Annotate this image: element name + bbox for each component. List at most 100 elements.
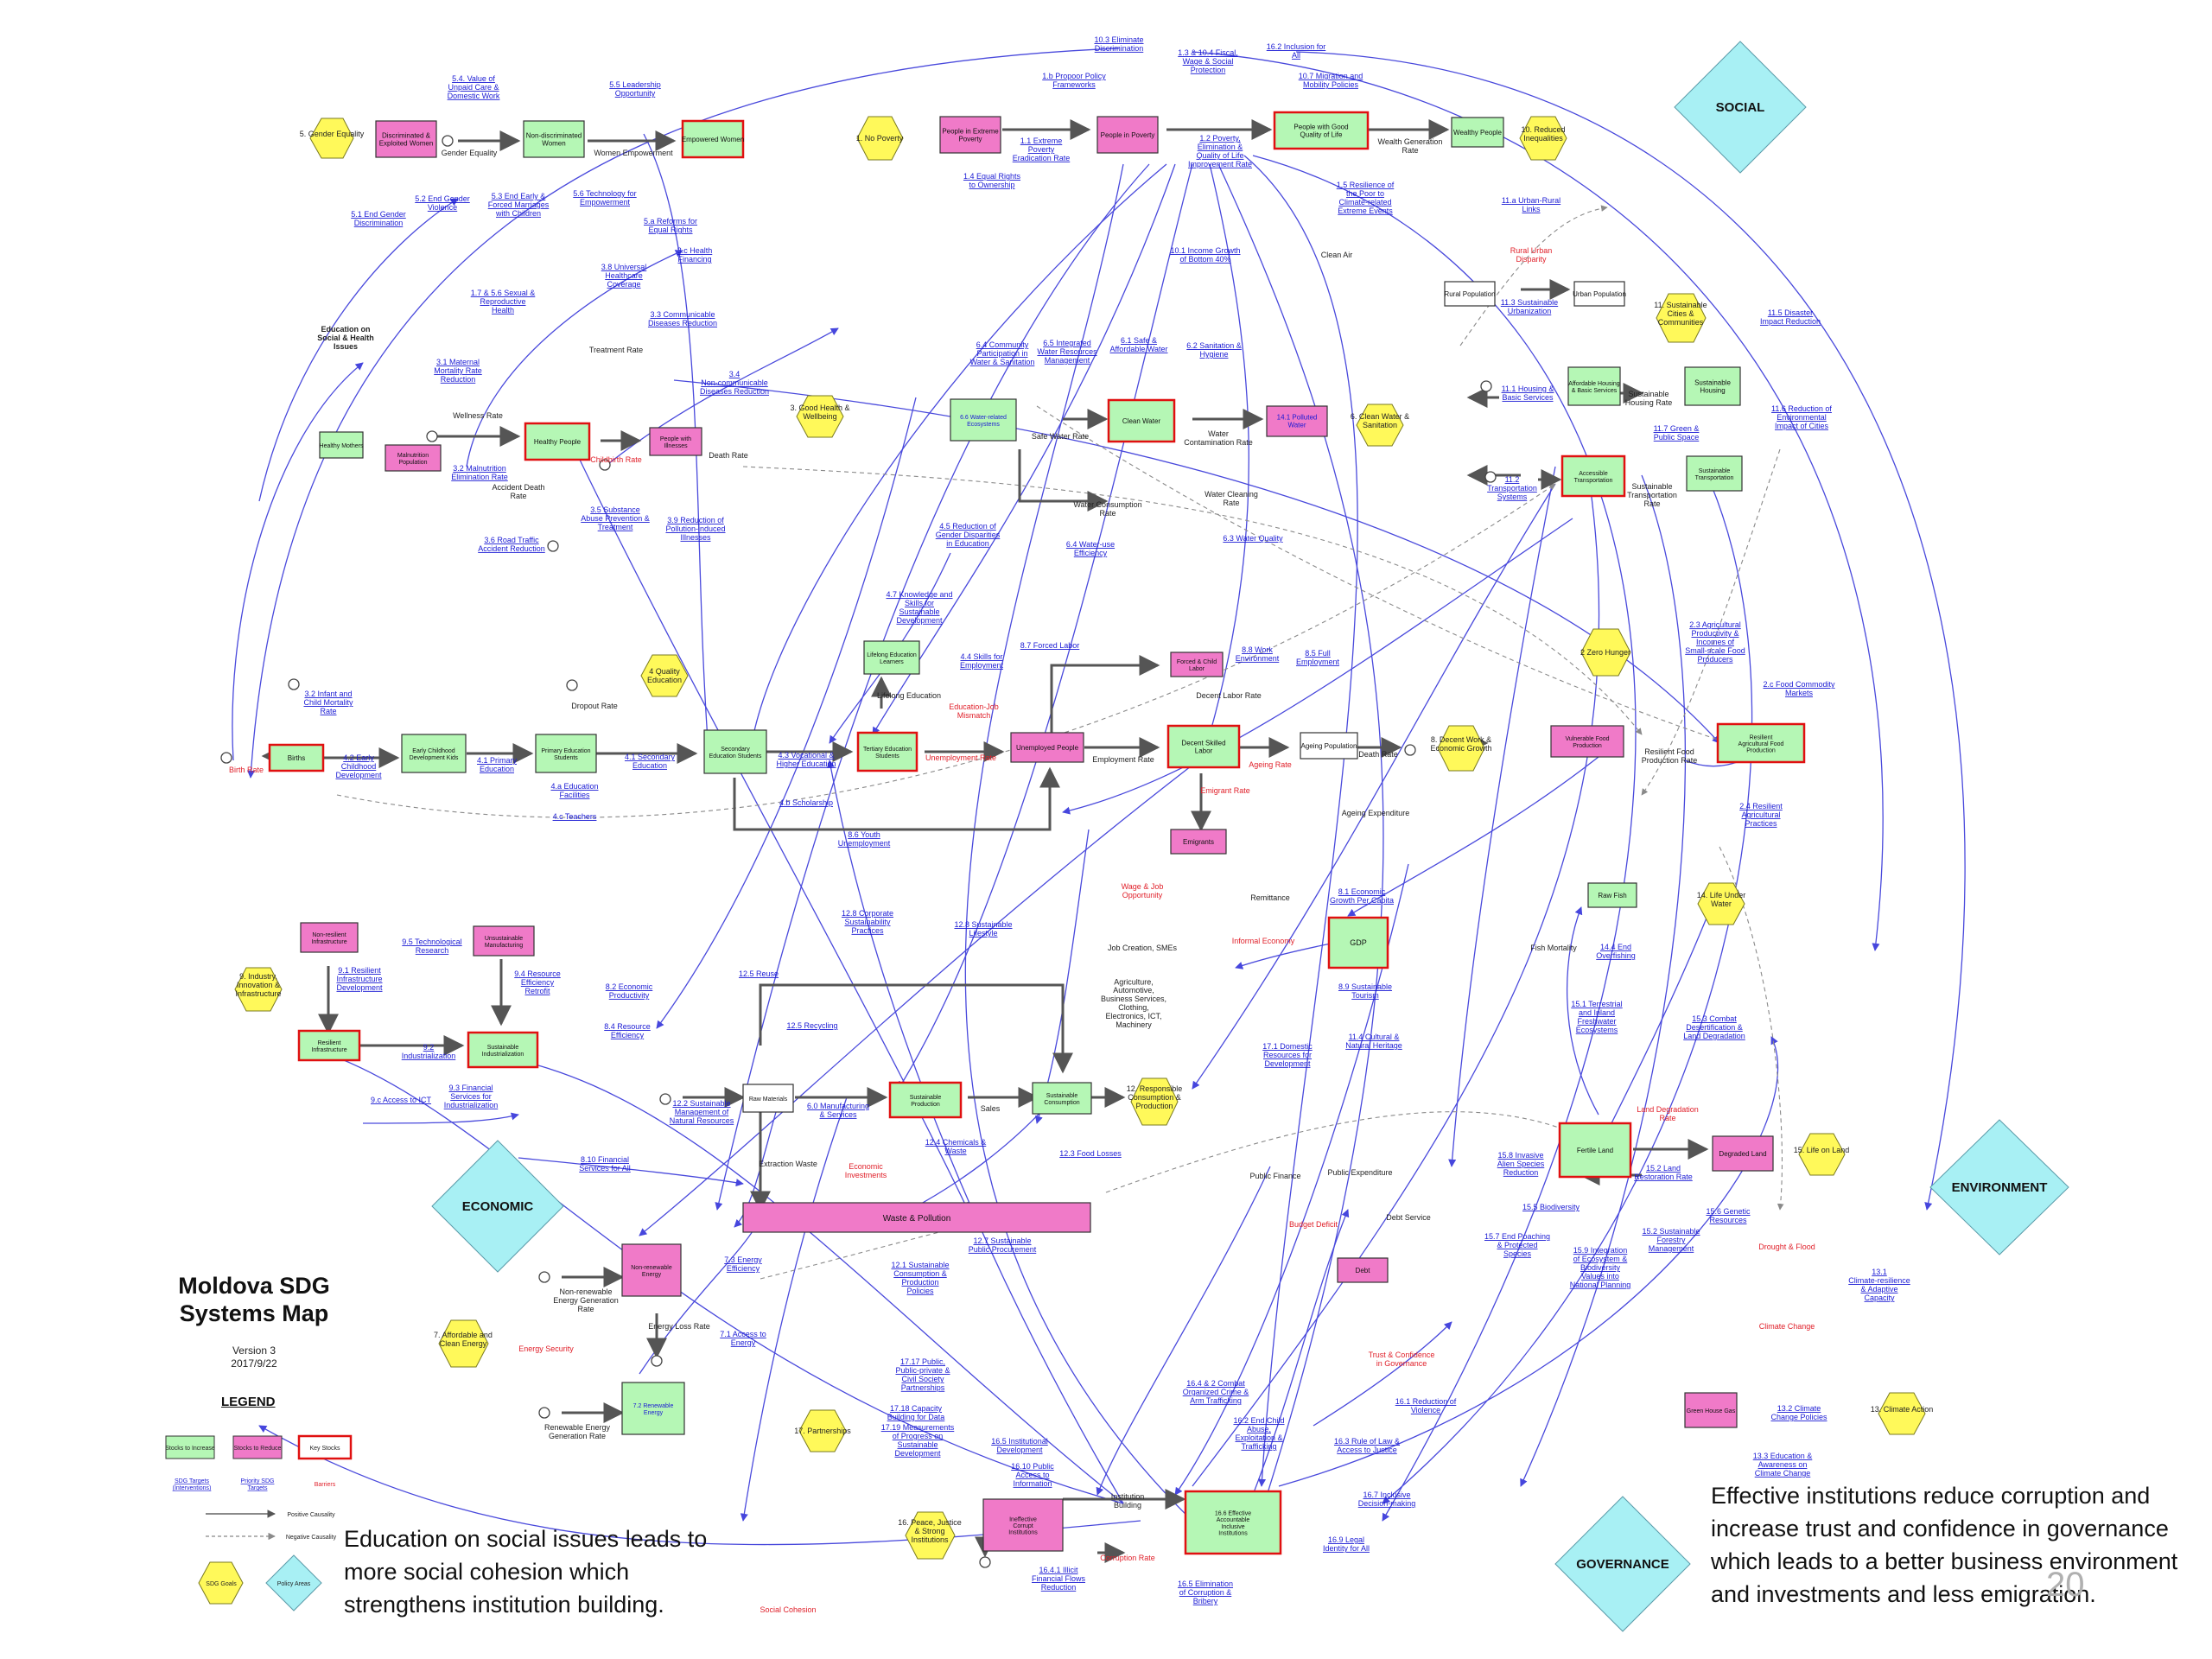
stock-healthymothers[interactable]: [319, 431, 364, 459]
goal-climate-action[interactable]: [1878, 1392, 1926, 1435]
stock-nonrenew[interactable]: [621, 1243, 682, 1297]
stock-healthy[interactable]: [524, 422, 591, 461]
goal-no-poverty[interactable]: [856, 116, 904, 161]
stock-ineffective[interactable]: [982, 1498, 1064, 1552]
stock-unemployed[interactable]: [1010, 732, 1084, 763]
stock-resilientag[interactable]: [1716, 722, 1806, 764]
area-social[interactable]: [1674, 41, 1807, 174]
goal-responsible-consumption[interactable]: [1130, 1077, 1179, 1126]
stock-extreme-poverty[interactable]: [939, 116, 1001, 154]
goal-reduced-inequalities[interactable]: [1519, 116, 1567, 161]
stock-accessible[interactable]: [1560, 454, 1626, 498]
stock-susthousing[interactable]: [1684, 366, 1741, 406]
area-environment[interactable]: [1929, 1119, 2069, 1255]
stock-resilientinfra[interactable]: [297, 1029, 361, 1062]
stock-emigrants[interactable]: [1170, 829, 1227, 855]
stock-polluted[interactable]: [1266, 405, 1328, 437]
stock-earlychild[interactable]: [401, 734, 467, 773]
goal-peace-justice[interactable]: [905, 1511, 956, 1560]
stock-secondary[interactable]: [703, 729, 767, 774]
goal-decent-work[interactable]: [1437, 725, 1485, 772]
variable-label: Dropout Rate: [571, 702, 618, 710]
stock-rawfish[interactable]: [1587, 882, 1637, 908]
goal-gender-equality[interactable]: [309, 118, 354, 159]
stock-births[interactable]: [268, 743, 325, 772]
stock-ageing[interactable]: [1300, 732, 1358, 760]
goal-quality-education[interactable]: [640, 654, 689, 697]
stock-sustcons[interactable]: [1032, 1082, 1092, 1115]
stock-green[interactable]: [1684, 1392, 1738, 1428]
goal-sustainable-cities[interactable]: [1656, 293, 1707, 343]
goal-life-under-water[interactable]: [1697, 882, 1745, 925]
stock-gdp[interactable]: [1327, 916, 1389, 969]
goal-life-on-land[interactable]: [1798, 1133, 1846, 1176]
area-label: SOCIAL: [1716, 100, 1765, 115]
legend-label: SDG Targets(Interventions): [173, 1478, 212, 1491]
stock-tertiary[interactable]: [856, 731, 918, 772]
stock-lifelong[interactable]: [863, 640, 920, 675]
stock-empowered[interactable]: [681, 119, 745, 159]
variable-label: Safe Water Rate: [1032, 432, 1089, 441]
stock-illness[interactable]: [649, 427, 702, 456]
stock-goodlife[interactable]: [1273, 111, 1370, 150]
variable-label: Employment Rate: [1092, 755, 1154, 764]
stock-discriminated[interactable]: [375, 120, 437, 158]
cloud-icons: [220, 135, 1497, 1568]
goal-label: 1. No Poverty: [856, 134, 904, 143]
area-governance[interactable]: [1554, 1496, 1691, 1632]
stock-affordable[interactable]: [1567, 366, 1621, 406]
goal-industry[interactable]: [234, 967, 283, 1012]
stock-vulnerable[interactable]: [1550, 725, 1624, 758]
stock-forced[interactable]: [1170, 652, 1224, 677]
stock-cleanwater[interactable]: [1107, 398, 1176, 443]
stock-label: Affordable Housing& Basic Services: [1568, 381, 1620, 394]
legend-stock-increase: [165, 1435, 215, 1459]
stock-urban[interactable]: [1573, 281, 1625, 307]
target-label: 16.3 Rule of Law &Access to Justice: [1334, 1437, 1400, 1454]
stock-effective[interactable]: [1184, 1490, 1282, 1555]
stock-decent[interactable]: [1166, 724, 1241, 769]
stock-renewable[interactable]: [621, 1382, 685, 1435]
target-label: 8.7 Forced Labor: [1020, 641, 1080, 650]
legend-labels: Stocks to Increase Stocks to Reduce Key …: [165, 1446, 340, 1587]
stock-malnutrition[interactable]: [385, 444, 442, 472]
stock-susttransport[interactable]: [1686, 455, 1743, 492]
goal-partnerships[interactable]: [798, 1409, 847, 1452]
stock-debt[interactable]: [1337, 1257, 1389, 1283]
goal-clean-water[interactable]: [1356, 404, 1404, 447]
stock-sustprod[interactable]: [888, 1081, 963, 1119]
goal-label: 8. Decent Work &Economic Growth: [1430, 735, 1491, 753]
stock-primary[interactable]: [535, 734, 597, 773]
stock-poverty[interactable]: [1096, 116, 1159, 154]
stock-rawmaterials[interactable]: [742, 1084, 794, 1113]
stock-fertile[interactable]: [1558, 1122, 1632, 1179]
goal-good-health[interactable]: [796, 395, 844, 438]
stock-nonresilient[interactable]: [300, 922, 359, 953]
stock-rural[interactable]: [1444, 281, 1496, 307]
stock-degraded[interactable]: [1712, 1135, 1774, 1172]
barrier-label: Birth Rate: [229, 766, 264, 774]
stock-nondisc[interactable]: [523, 120, 585, 158]
goal-zero-hunger[interactable]: [1580, 628, 1631, 677]
stock-wealthy[interactable]: [1451, 117, 1504, 148]
stock-sustind[interactable]: [467, 1031, 539, 1069]
stock-waste[interactable]: [742, 1202, 1091, 1233]
goal-affordable-energy[interactable]: [438, 1319, 489, 1368]
area-economic[interactable]: [431, 1140, 564, 1273]
stock-waterecosys[interactable]: [950, 398, 1017, 442]
stock-unsustmanuf[interactable]: [473, 925, 535, 957]
